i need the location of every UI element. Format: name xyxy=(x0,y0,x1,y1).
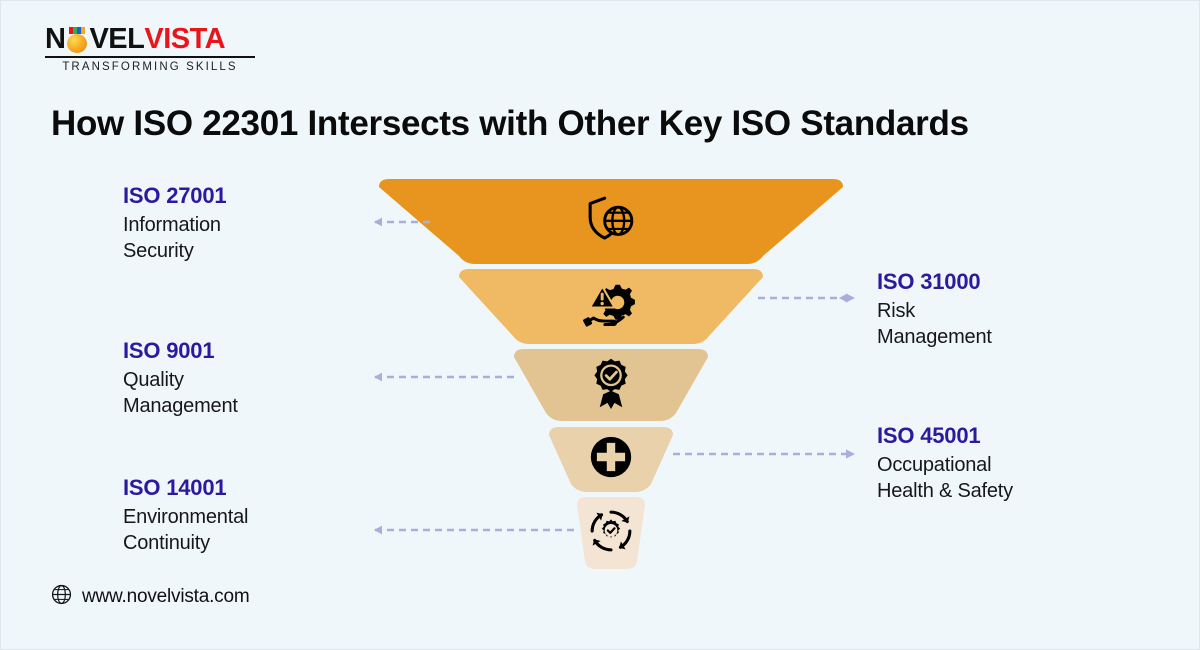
risk-gear-hand-icon xyxy=(583,276,639,337)
continuity-cycle-icon xyxy=(587,507,635,560)
connector-iso-27001 xyxy=(365,216,431,228)
website-url[interactable]: www.novelvista.com xyxy=(82,586,250,607)
brand-logo: N VEL VISTA TRANSFORMING SKILLS xyxy=(45,25,255,73)
funnel-segment-iso-14001[interactable] xyxy=(571,497,651,569)
page-title: How ISO 22301 Intersects with Other Key … xyxy=(51,104,969,143)
globe-icon xyxy=(51,584,72,610)
logo-divider xyxy=(45,56,255,58)
brand-name-part1: N xyxy=(45,23,66,55)
brand-tagline: TRANSFORMING SKILLS xyxy=(62,61,238,73)
medical-cross-icon xyxy=(589,435,633,484)
brand-name-part3: VISTA xyxy=(144,23,226,55)
connector-iso-45001 xyxy=(673,448,856,460)
award-ribbon-check-icon xyxy=(588,357,634,414)
label-code: ISO 45001 xyxy=(877,423,981,448)
funnel-segment-iso-9001[interactable] xyxy=(506,349,716,421)
medal-ribbons-icon xyxy=(69,26,86,34)
brand-wordmark: N VEL VISTA xyxy=(45,25,255,54)
brand-name-part2: VEL xyxy=(89,23,145,55)
funnel-diagram xyxy=(371,179,851,569)
funnel-segment-iso-45001[interactable] xyxy=(541,427,681,492)
shield-globe-icon xyxy=(582,190,640,253)
medal-icon xyxy=(66,26,88,53)
label-desc-line2: Health & Safety xyxy=(877,479,1013,502)
label-iso-45001: ISO 45001 Occupational Health & Safety xyxy=(877,423,1013,504)
connector-iso-14001 xyxy=(365,524,577,536)
label-code: ISO 31000 xyxy=(877,269,981,294)
funnel-segment-iso-27001[interactable] xyxy=(371,179,851,264)
footer: www.novelvista.com xyxy=(51,584,250,610)
label-desc-line2: Continuity xyxy=(123,531,210,554)
connector-iso-31000 xyxy=(758,292,856,304)
label-iso-27001: ISO 27001 Information Security xyxy=(123,183,227,264)
label-code: ISO 27001 xyxy=(123,183,227,208)
label-iso-9001: ISO 9001 Quality Management xyxy=(123,338,238,419)
label-desc-line1: Risk xyxy=(877,300,916,322)
label-desc-line2: Security xyxy=(123,239,194,262)
connector-iso-9001 xyxy=(365,371,515,383)
label-code: ISO 14001 xyxy=(123,475,227,500)
label-iso-14001: ISO 14001 Environmental Continuity xyxy=(123,475,248,556)
funnel-segment-iso-31000[interactable] xyxy=(451,269,771,344)
label-code: ISO 9001 xyxy=(123,338,215,363)
medal-disc-icon xyxy=(67,33,88,53)
label-desc-line2: Management xyxy=(123,394,238,417)
label-desc-line1: Quality xyxy=(123,369,184,391)
label-desc-line1: Occupational xyxy=(877,454,992,476)
label-desc-line1: Environmental xyxy=(123,506,249,528)
label-desc-line1: Information xyxy=(123,214,221,236)
label-desc-line2: Management xyxy=(877,325,992,348)
label-iso-31000: ISO 31000 Risk Management xyxy=(877,269,992,350)
